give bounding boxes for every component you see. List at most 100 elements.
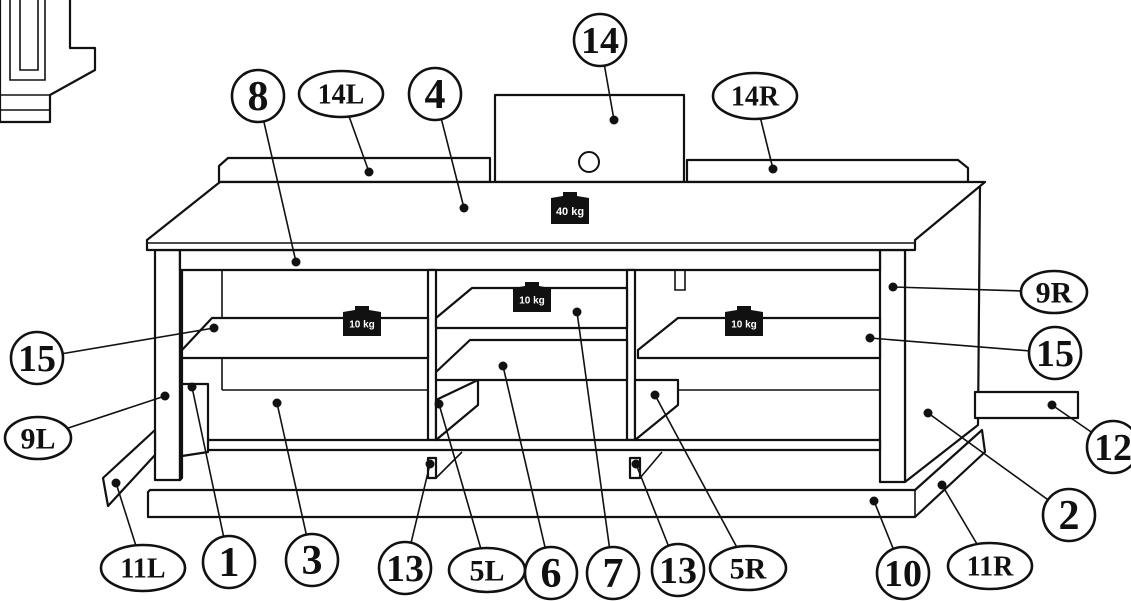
callout-10: 10: [875, 545, 931, 601]
leader-dots: [111, 115, 1057, 506]
back-panel-left: [217, 156, 492, 184]
callout-badge-7: [585, 545, 641, 601]
callout-label-13: 13: [659, 550, 697, 592]
callout-13: 13: [650, 542, 706, 598]
leader-dot-12: [1047, 400, 1057, 410]
callout-14: 14: [572, 12, 628, 68]
callout-label-4: 4: [425, 72, 446, 118]
leader-line-2: [927, 412, 1070, 516]
leader-dot-15: [865, 333, 875, 343]
callout-label-10: 10: [884, 553, 922, 595]
callout-badge-9l: [3, 415, 73, 461]
leader-line-7: [576, 311, 614, 574]
callout-3: 3: [284, 532, 340, 588]
callout-label-14l: 14L: [318, 80, 365, 111]
callout-badge-11l: [99, 543, 187, 593]
callout-label-2: 2: [1059, 493, 1080, 539]
shelf-left: [180, 316, 430, 360]
leader-dot-14l: [364, 167, 374, 177]
callout-badge-13: [650, 542, 706, 598]
callout-4: 4: [407, 66, 463, 122]
leader-dot-5l: [434, 399, 444, 409]
leader-line-5r: [654, 394, 749, 569]
callout-label-14: 14: [581, 20, 619, 62]
callout-label-3: 3: [302, 538, 323, 584]
shelf-bottom-center: [434, 338, 629, 382]
callout-8: 8: [230, 68, 286, 124]
weight-10kg-left: 10 kg: [343, 306, 381, 336]
weight-label-10kg-center: 10 kg: [519, 296, 545, 307]
divider-right: [625, 268, 637, 442]
callout-badge-6: [523, 545, 579, 601]
leader-dot-4: [459, 203, 469, 213]
callout-badge-11r: [946, 541, 1034, 591]
callout-label-12: 12: [1094, 427, 1131, 469]
callout-label-6: 6: [541, 551, 562, 597]
callout-6: 6: [523, 545, 579, 601]
leader-line-15: [36, 327, 215, 359]
callout-badge-3: [284, 532, 340, 588]
door-stub-center-left: [434, 378, 480, 442]
leader-dot-3: [272, 398, 282, 408]
callout-label-5l: 5L: [469, 555, 504, 588]
callout-badge-5r: [708, 544, 788, 592]
callout-badge-1: [201, 534, 257, 590]
callout-1: 1: [201, 534, 257, 590]
callout-13: 13: [377, 540, 433, 596]
weight-label-10kg-left: 10 kg: [349, 320, 375, 331]
callout-badge-14: [572, 12, 628, 68]
leader-dot-11r: [937, 480, 947, 490]
leader-dot-2: [923, 408, 933, 418]
leader-dot-6: [498, 361, 508, 371]
leader-dot-15: [209, 323, 219, 333]
callout-15: 15: [1027, 325, 1083, 381]
callout-label-7: 7: [603, 551, 624, 597]
callout-badge-9r: [1019, 269, 1089, 315]
callout-15: 15: [9, 330, 65, 386]
weight-label-40kg: 40 kg: [556, 206, 584, 218]
callout-badge-2: [1041, 487, 1097, 543]
callout-label-8: 8: [248, 74, 269, 120]
leader-line-15: [869, 337, 1056, 354]
weight-10kg-right: 10 kg: [725, 306, 763, 336]
callout-label-1: 1: [219, 540, 240, 586]
door-stub-center-right: [633, 378, 680, 442]
leader-dot-11l: [111, 478, 121, 488]
leader-dot-13: [631, 459, 641, 469]
callout-badge-12: [1085, 419, 1131, 475]
weight-10kg-center: 10 kg: [513, 282, 551, 312]
callout-11r: 11R: [946, 541, 1034, 591]
callout-badge-14l: [297, 69, 385, 119]
callout-12: 12: [1085, 419, 1131, 475]
leader-dot-10: [869, 496, 879, 506]
door-stub-left: [180, 382, 210, 458]
callout-badge-4: [407, 66, 463, 122]
callout-badge-10: [875, 545, 931, 601]
plinth-10: [146, 428, 987, 519]
front-rail-8: [178, 248, 882, 272]
callout-5r: 5R: [708, 544, 788, 592]
weight-label-10kg-right: 10 kg: [731, 320, 757, 331]
leader-line-8: [257, 95, 297, 263]
strip-12: [973, 390, 1080, 420]
leader-dot-13: [425, 459, 435, 469]
leader-dot-8: [291, 257, 301, 267]
side-panel-left: [153, 248, 182, 482]
callout-label-9l: 9L: [20, 423, 55, 456]
callout-badge-13: [377, 540, 433, 596]
callout-label-14r: 14R: [731, 82, 780, 113]
leader-line-5l: [438, 403, 488, 571]
callout-label-11l: 11L: [120, 554, 165, 585]
callout-label-15: 15: [18, 338, 56, 380]
leader-line-6: [502, 365, 552, 574]
callout-badge-15: [1027, 325, 1083, 381]
leader-dot-14: [609, 115, 619, 125]
leader-line-1: [191, 386, 230, 563]
shelf-right: [636, 316, 882, 360]
weight-40kg: 40 kg: [551, 192, 589, 224]
callout-badge-8: [230, 68, 286, 124]
callout-11l: 11L: [99, 543, 187, 593]
